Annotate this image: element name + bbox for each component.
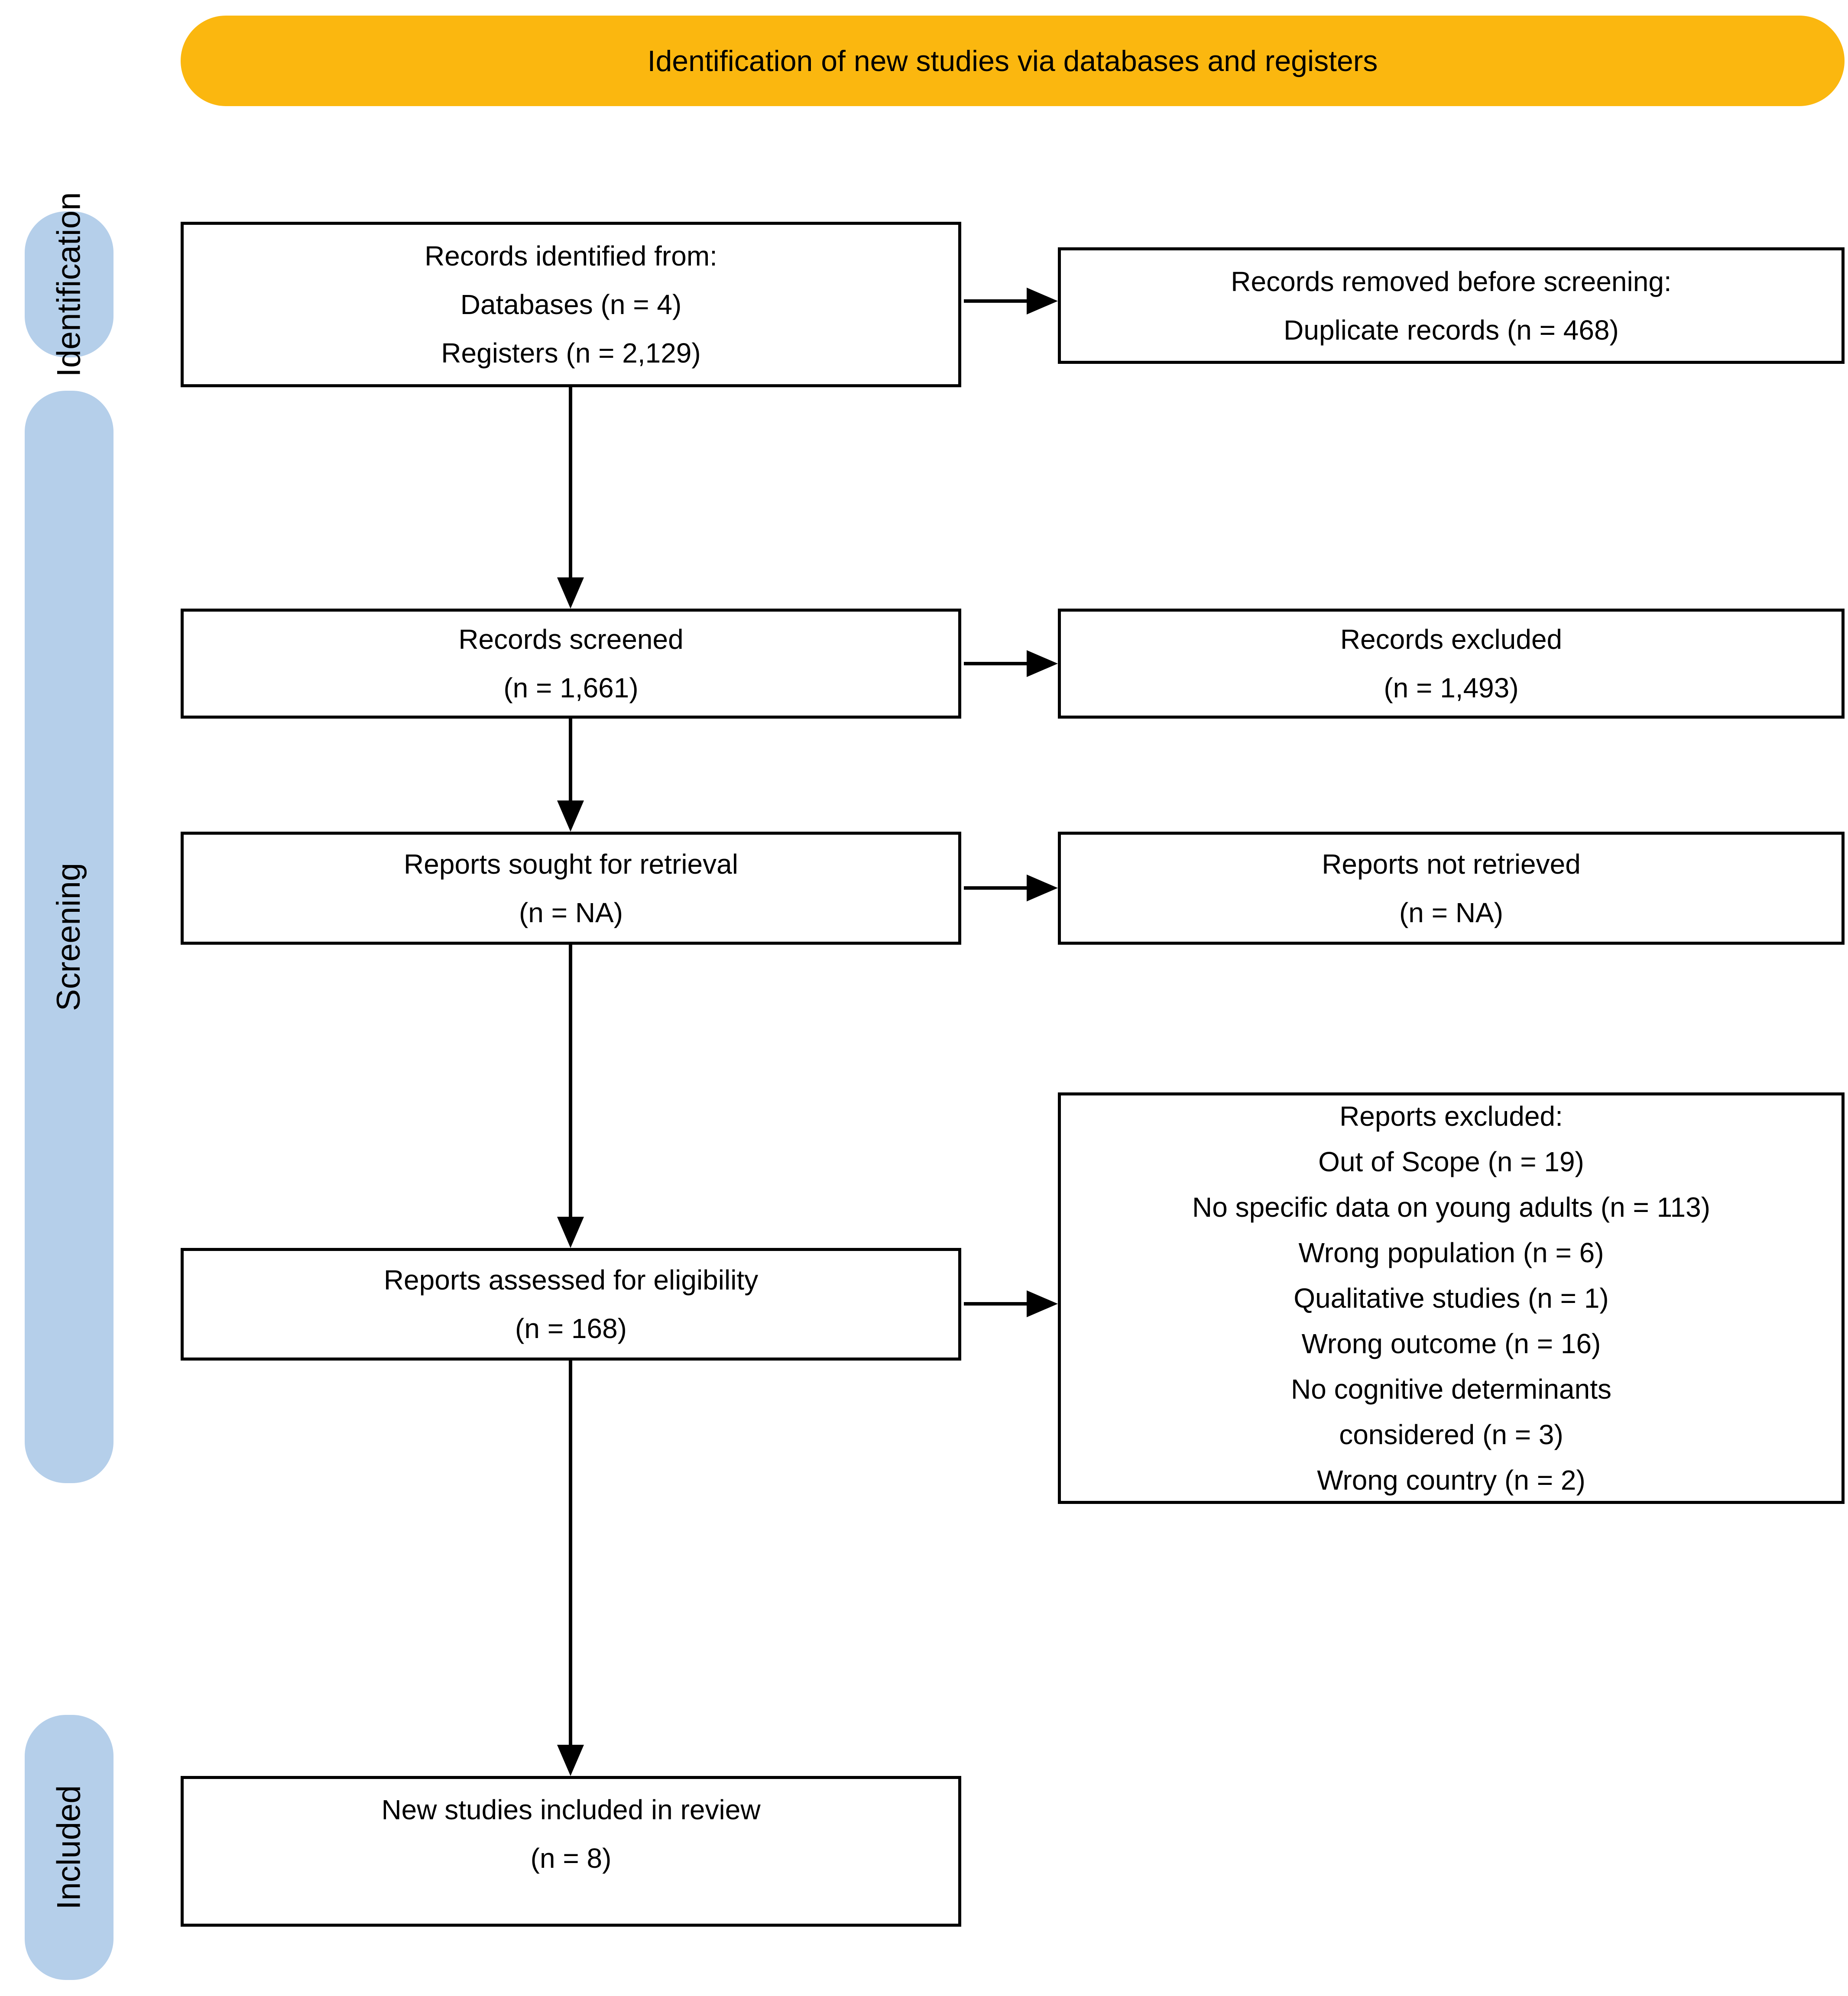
arrow-sought-to-not-retrieved	[964, 886, 1029, 890]
arrowhead-right-icon	[1027, 1290, 1058, 1317]
box-line: Records removed before screening:	[1231, 266, 1672, 297]
box-line: No specific data on young adults (n = 11…	[1192, 1191, 1710, 1223]
box-line: Wrong population (n = 6)	[1298, 1237, 1604, 1268]
box-line: (n = 8)	[530, 1843, 612, 1874]
box-line: Reports not retrieved	[1322, 848, 1581, 880]
box-line: Reports sought for retrieval	[404, 848, 738, 880]
box-line: Records excluded	[1340, 624, 1563, 655]
box-records-identified: Records identified from: Databases (n = …	[181, 222, 961, 387]
stage-label-included: Included	[50, 1785, 88, 1910]
box-new-studies-included: New studies included in review (n = 8)	[181, 1776, 961, 1927]
arrowhead-right-icon	[1027, 650, 1058, 677]
box-line: Wrong country (n = 2)	[1317, 1464, 1585, 1496]
box-line: Qualitative studies (n = 1)	[1294, 1282, 1609, 1314]
stage-label-screening: Screening	[50, 862, 88, 1011]
arrow-screened-to-excluded	[964, 662, 1029, 665]
box-line: (n = NA)	[519, 897, 623, 928]
box-line: Out of Scope (n = 19)	[1318, 1146, 1584, 1177]
box-line: Records screened	[458, 624, 684, 655]
arrow-identified-to-screened	[569, 387, 572, 579]
stage-pill-identification: Identification	[25, 192, 113, 377]
box-reports-excluded: Reports excluded: Out of Scope (n = 19) …	[1058, 1092, 1845, 1504]
title-banner: Identification of new studies via databa…	[181, 16, 1845, 106]
box-line: Reports excluded:	[1339, 1100, 1563, 1132]
box-line: Duplicate records (n = 468)	[1284, 314, 1619, 346]
arrowhead-down-icon	[557, 1217, 584, 1248]
arrowhead-down-icon	[557, 1745, 584, 1776]
box-reports-not-retrieved: Reports not retrieved (n = NA)	[1058, 832, 1845, 945]
box-line: (n = 168)	[515, 1313, 627, 1344]
arrow-screened-to-sought	[569, 719, 572, 803]
arrowhead-right-icon	[1027, 288, 1058, 314]
box-reports-assessed: Reports assessed for eligibility (n = 16…	[181, 1248, 961, 1361]
arrowhead-right-icon	[1027, 875, 1058, 901]
box-line: (n = 1,661)	[503, 672, 639, 703]
box-line: No cognitive determinants	[1291, 1373, 1611, 1405]
box-line: considered (n = 3)	[1339, 1419, 1563, 1450]
box-line: (n = 1,493)	[1384, 672, 1519, 703]
box-records-removed: Records removed before screening: Duplic…	[1058, 247, 1845, 364]
arrow-assessed-to-included	[569, 1361, 572, 1747]
box-line: Registers (n = 2,129)	[441, 337, 701, 369]
box-line: New studies included in review	[381, 1794, 761, 1825]
box-line: (n = NA)	[1399, 897, 1504, 928]
arrow-assessed-to-reports-excluded	[964, 1302, 1029, 1306]
arrow-sought-to-assessed	[569, 945, 572, 1220]
stage-label-identification: Identification	[50, 192, 88, 377]
arrowhead-down-icon	[557, 800, 584, 832]
arrowhead-down-icon	[557, 577, 584, 609]
title-banner-label: Identification of new studies via databa…	[647, 44, 1378, 78]
stage-pill-included: Included	[25, 1715, 113, 1980]
box-reports-sought: Reports sought for retrieval (n = NA)	[181, 832, 961, 945]
box-line: Databases (n = 4)	[460, 289, 682, 320]
arrow-identified-to-removed	[964, 299, 1029, 303]
box-records-screened: Records screened (n = 1,661)	[181, 609, 961, 719]
box-line: Wrong outcome (n = 16)	[1301, 1328, 1601, 1359]
box-line: Reports assessed for eligibility	[383, 1264, 759, 1296]
box-line: Records identified from:	[425, 240, 717, 272]
box-records-excluded: Records excluded (n = 1,493)	[1058, 609, 1845, 719]
stage-pill-screening: Screening	[25, 391, 113, 1483]
